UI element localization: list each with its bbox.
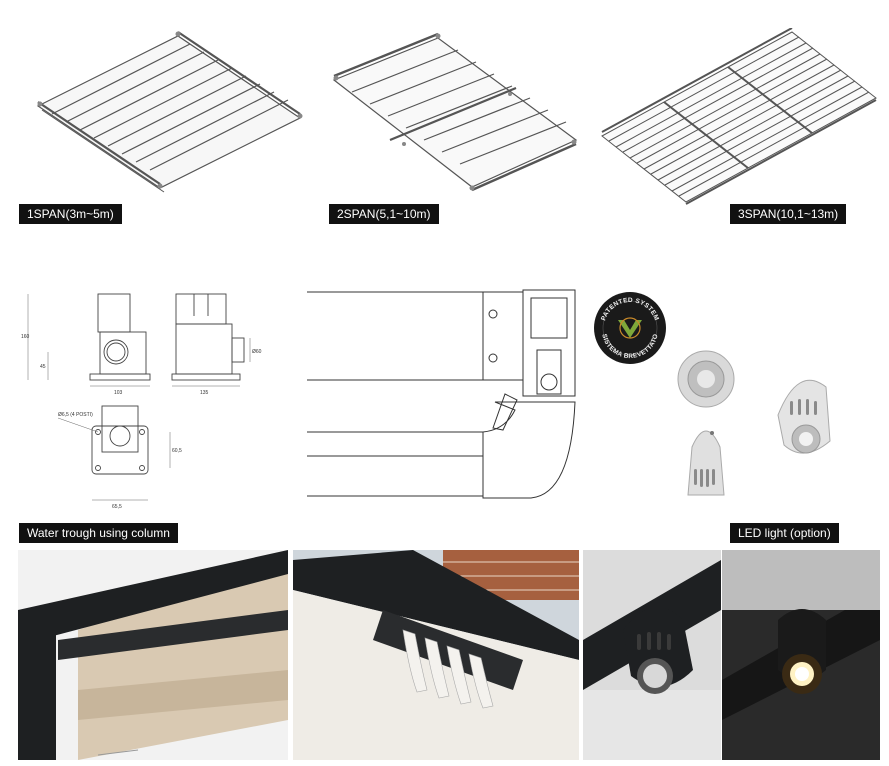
water-trough-caption: Water trough using column <box>19 523 178 543</box>
led-dome-icon <box>687 430 725 496</box>
dim-width-side: 135 <box>200 390 209 396</box>
span-1-drawing <box>30 28 305 198</box>
dim-plan-depth: 60,5 <box>172 448 182 454</box>
span-3-caption: 3SPAN(10,1~13m) <box>730 204 847 224</box>
column-technical-drawing: 160 45 103 135 Ø60 Ø6,5 (4 POSTI) 60,5 6… <box>21 293 262 510</box>
dim-height-total: 160 <box>21 334 30 340</box>
photo-trough-fabric <box>293 550 579 760</box>
span-2-drawing <box>330 32 580 197</box>
dim-width-base: 103 <box>114 390 123 396</box>
patent-badge: PATENTED SYSTEM SISTEMA BREVETTATO <box>592 290 668 366</box>
led-light-caption: LED light (option) <box>730 523 839 543</box>
dim-hole-note: Ø6,5 (4 POSTI) <box>58 412 93 418</box>
dim-outlet-diameter: Ø60 <box>252 349 262 355</box>
patent-logo-icon <box>618 320 642 338</box>
photo-led-lit <box>722 550 880 760</box>
frame-2span-illustration <box>332 32 578 192</box>
trough-cross-section <box>307 289 576 499</box>
dim-height-outlet: 45 <box>40 364 46 370</box>
dim-plan-width: 65,5 <box>112 504 122 510</box>
span-3-drawing <box>598 28 880 206</box>
trough-section-drawing <box>305 286 583 501</box>
photo-pergola-canopy <box>18 550 288 760</box>
led-products <box>672 345 842 500</box>
photo-led-side <box>583 550 721 760</box>
led-angled-icon <box>777 379 831 454</box>
span-2-caption: 2SPAN(5,1~10m) <box>329 204 439 224</box>
led-round-icon <box>677 350 735 408</box>
frame-3span-illustration <box>601 28 877 205</box>
frame-1span-illustration <box>36 31 303 193</box>
span-1-caption: 1SPAN(3m~5m) <box>19 204 122 224</box>
column-dimension-drawing: 160 45 103 135 Ø60 Ø6,5 (4 POSTI) 60,5 6… <box>18 286 280 514</box>
